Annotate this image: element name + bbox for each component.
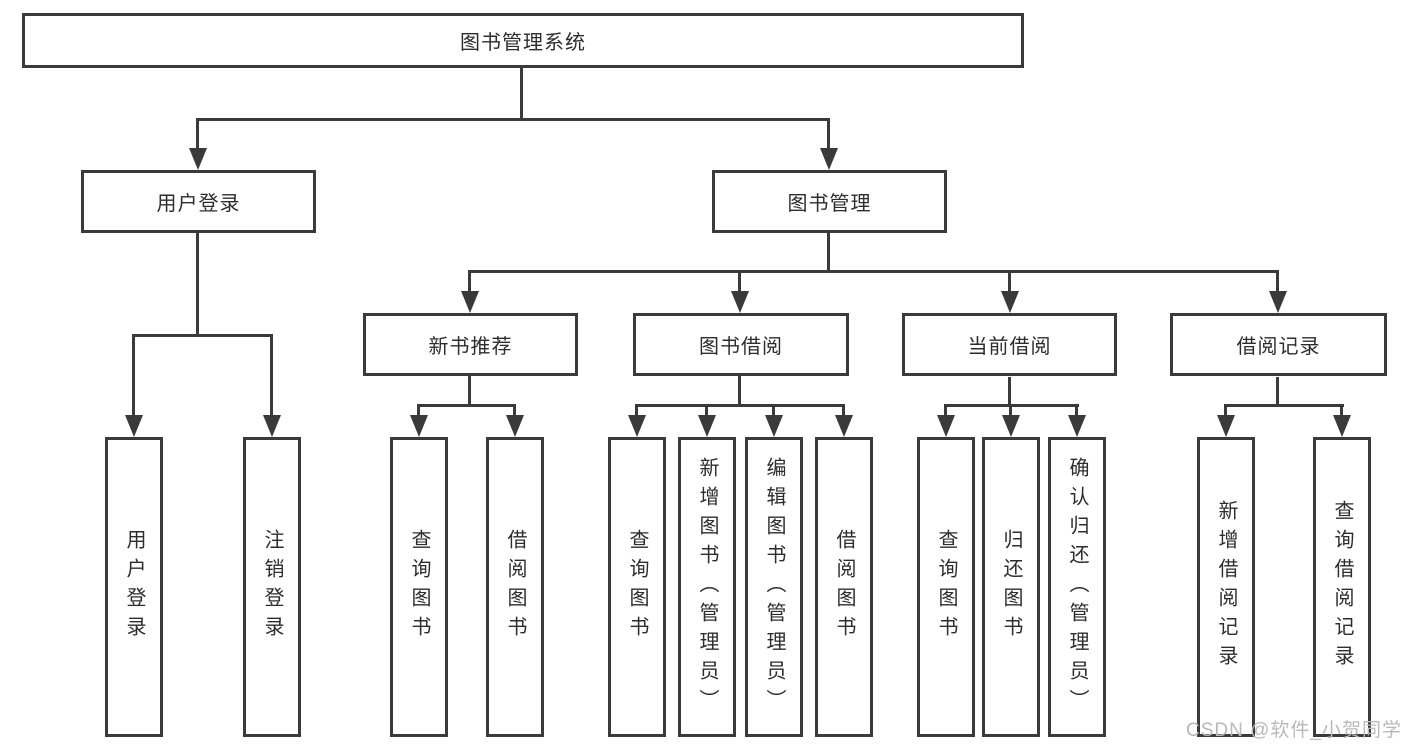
node-leaf-borrow-books-recommend: 借阅图书 [486, 437, 544, 737]
connector-current-drop [1008, 272, 1011, 293]
connector-root-stem [520, 68, 523, 118]
connector-bb-leaf3-drop [772, 406, 775, 417]
node-library-system: 图书管理系统 [22, 13, 1024, 68]
node-user-login: 用户登录 [81, 170, 316, 233]
arrowhead-nb-leaf1-icon [410, 415, 428, 437]
leaf-label: 用户登录 [123, 529, 145, 645]
connector-bb-leaf1-drop [635, 406, 638, 417]
node-leaf-logout: 注销登录 [243, 437, 301, 737]
leaf-label: 归还图书 [1000, 529, 1022, 645]
leaf-label: 新增图书（管理员） [696, 456, 718, 718]
leaf-label: 查询图书 [626, 529, 648, 645]
connector-cb-leaf1-drop [944, 406, 947, 417]
connector-level3-bar [468, 270, 1279, 273]
leaf-label: 编辑图书（管理员） [763, 456, 785, 718]
arrowhead-cb-leaf2-icon [1002, 415, 1020, 437]
connector-current-stem [1008, 377, 1011, 406]
connector-borrow-drop [738, 272, 741, 293]
connector-nb-leaf1-drop [417, 406, 420, 417]
arrowhead-new-book-icon [461, 291, 479, 313]
connector-current-bar [944, 404, 1079, 407]
node-leaf-add-books-admin: 新增图书（管理员） [678, 437, 736, 737]
connector-records-bar [1224, 404, 1344, 407]
node-book-borrow: 图书借阅 [633, 313, 849, 376]
node-leaf-query-books-recommend: 查询图书 [390, 437, 448, 737]
connector-cb-leaf2-drop [1009, 406, 1012, 417]
connector-root-bar [196, 118, 830, 121]
arrowhead-login-leaf-icon [125, 415, 143, 437]
arrowhead-br-leaf1-icon [1217, 415, 1235, 437]
connector-records-stem [1276, 377, 1279, 406]
leaf-label: 查询图书 [408, 529, 430, 645]
connector-logout-leaf-drop [270, 334, 273, 417]
arrowhead-user-login-icon [189, 148, 207, 170]
arrowhead-cb-leaf3-icon [1068, 415, 1086, 437]
arrowhead-nb-leaf2-icon [506, 415, 524, 437]
node-current-borrow: 当前借阅 [902, 313, 1117, 376]
arrowhead-current-icon [1001, 291, 1019, 313]
connector-br-leaf2-drop [1340, 406, 1343, 417]
node-leaf-query-borrow-record: 查询借阅记录 [1313, 437, 1371, 737]
leaf-label: 借阅图书 [833, 529, 855, 645]
connector-user-login-bar [132, 334, 273, 337]
connector-borrow-stem [738, 376, 741, 406]
leaf-label: 新增借阅记录 [1215, 500, 1237, 674]
connector-book-mgmt-drop [827, 118, 830, 152]
connector-login-leaf-drop [132, 334, 135, 417]
leaf-label: 确认归还（管理员） [1066, 456, 1088, 718]
node-borrow-records: 借阅记录 [1170, 313, 1387, 376]
arrowhead-bb-leaf3-icon [765, 415, 783, 437]
node-leaf-borrow-books: 借阅图书 [815, 437, 873, 737]
arrowhead-borrow-icon [731, 291, 749, 313]
node-book-management: 图书管理 [712, 170, 947, 233]
connector-borrow-bar [635, 404, 845, 407]
node-leaf-return-books: 归还图书 [982, 437, 1040, 737]
connector-br-leaf1-drop [1224, 406, 1227, 417]
node-leaf-add-borrow-record: 新增借阅记录 [1197, 437, 1255, 737]
leaf-label: 注销登录 [261, 529, 283, 645]
connector-user-login-stem [196, 233, 199, 336]
connector-new-book-stem [468, 376, 471, 406]
node-leaf-query-books-current: 查询图书 [917, 437, 975, 737]
csdn-watermark: CSDN @软件_小贺同学 [1186, 720, 1402, 741]
connector-cb-leaf3-drop [1075, 406, 1078, 417]
connector-new-book-drop [468, 272, 471, 293]
connector-user-login-drop [196, 118, 199, 152]
arrowhead-records-icon [1269, 291, 1287, 313]
leaf-label: 借阅图书 [504, 529, 526, 645]
node-leaf-confirm-return-admin: 确认归还（管理员） [1048, 437, 1106, 737]
node-leaf-query-books-borrow: 查询图书 [608, 437, 666, 737]
leaf-label: 查询借阅记录 [1331, 500, 1353, 674]
connector-records-drop [1276, 272, 1279, 293]
arrowhead-br-leaf2-icon [1333, 415, 1351, 437]
arrowhead-cb-leaf1-icon [937, 415, 955, 437]
arrowhead-book-mgmt-icon [820, 148, 838, 170]
leaf-label: 查询图书 [935, 529, 957, 645]
node-leaf-edit-books-admin: 编辑图书（管理员） [745, 437, 803, 737]
arrowhead-bb-leaf4-icon [835, 415, 853, 437]
connector-bb-leaf4-drop [842, 406, 845, 417]
connector-book-mgmt-stem [827, 233, 830, 272]
node-new-book-recommend: 新书推荐 [363, 313, 578, 376]
connector-bb-leaf2-drop [705, 406, 708, 417]
arrowhead-bb-leaf1-icon [628, 415, 646, 437]
node-leaf-user-login: 用户登录 [105, 437, 163, 737]
arrowhead-logout-leaf-icon [263, 415, 281, 437]
connector-nb-leaf2-drop [513, 406, 516, 417]
connector-new-book-bar [417, 404, 516, 407]
arrowhead-bb-leaf2-icon [698, 415, 716, 437]
